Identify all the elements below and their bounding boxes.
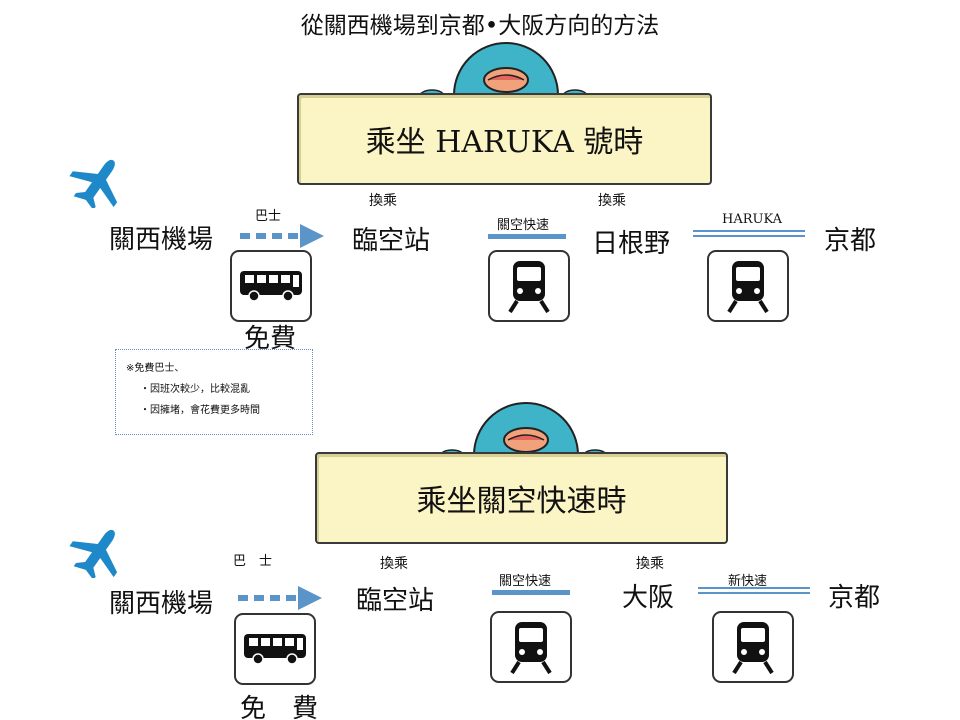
train-icon xyxy=(508,261,550,313)
route2-stop2: 大阪 xyxy=(622,583,675,613)
route1-line1-label: 關空快速 xyxy=(497,218,550,233)
free-bus-note: ※免費巴士、 ・因班次較少，比較混亂 ・因擁堵，會花費更多時間 xyxy=(115,349,313,435)
train-icon xyxy=(727,261,769,313)
route2-line1 xyxy=(492,590,570,595)
route2-bus-label: 巴 士 xyxy=(233,554,273,569)
route1-line1 xyxy=(488,234,566,239)
airplane-icon xyxy=(69,529,118,578)
route2-line2-label: 新快速 xyxy=(728,574,768,589)
page-title: 從關西機場到京都•大阪方向的方法 xyxy=(300,13,660,39)
route2-train-icon-box-1 xyxy=(490,611,572,683)
route1-line2 xyxy=(693,230,805,237)
route2-line2 xyxy=(698,587,810,594)
airplane-icon xyxy=(69,159,118,208)
note-heading: ※免費巴士、 xyxy=(126,363,185,374)
route1-stop2: 日根野 xyxy=(592,229,671,259)
route1-bus-arrow xyxy=(240,224,324,248)
route2-sign: 乘坐關空快速時 xyxy=(315,452,728,544)
route2-free: 免 費 xyxy=(240,694,319,720)
route1-line2-label: HARUKA xyxy=(722,212,783,227)
train-icon xyxy=(732,622,774,674)
route1-transfer2: 換乘 xyxy=(598,193,626,209)
route2-bus-arrow xyxy=(238,586,322,610)
route2-stop1: 臨空站 xyxy=(356,586,435,616)
route1-transfer1: 換乘 xyxy=(369,193,397,209)
route1-train-icon-box-2 xyxy=(707,250,789,322)
route2-destination: 京都 xyxy=(828,583,881,613)
route1-stop1: 臨空站 xyxy=(352,226,431,256)
route2-bus-icon-box xyxy=(234,613,316,685)
route1-bus-label: 巴士 xyxy=(255,209,282,224)
route2-train-icon-box-2 xyxy=(712,611,794,683)
train-icon xyxy=(510,622,552,674)
route2-origin: 關西機場 xyxy=(109,589,214,619)
route1-destination: 京都 xyxy=(824,226,877,256)
bus-icon xyxy=(244,634,306,665)
route2-transfer1: 換乘 xyxy=(380,556,408,572)
note-line-1: ・因班次較少，比較混亂 xyxy=(140,384,250,395)
route2-line1-label: 關空快速 xyxy=(499,574,552,589)
route2-transfer2: 換乘 xyxy=(636,556,664,572)
note-line-2: ・因擁堵，會花費更多時間 xyxy=(140,405,260,416)
route1-bus-icon-box xyxy=(230,250,312,322)
route1-train-icon-box-1 xyxy=(488,250,570,322)
route1-origin: 關西機場 xyxy=(109,225,214,255)
bus-icon xyxy=(240,271,302,302)
route1-sign: 乘坐 HARUKA 號時 xyxy=(297,93,712,185)
